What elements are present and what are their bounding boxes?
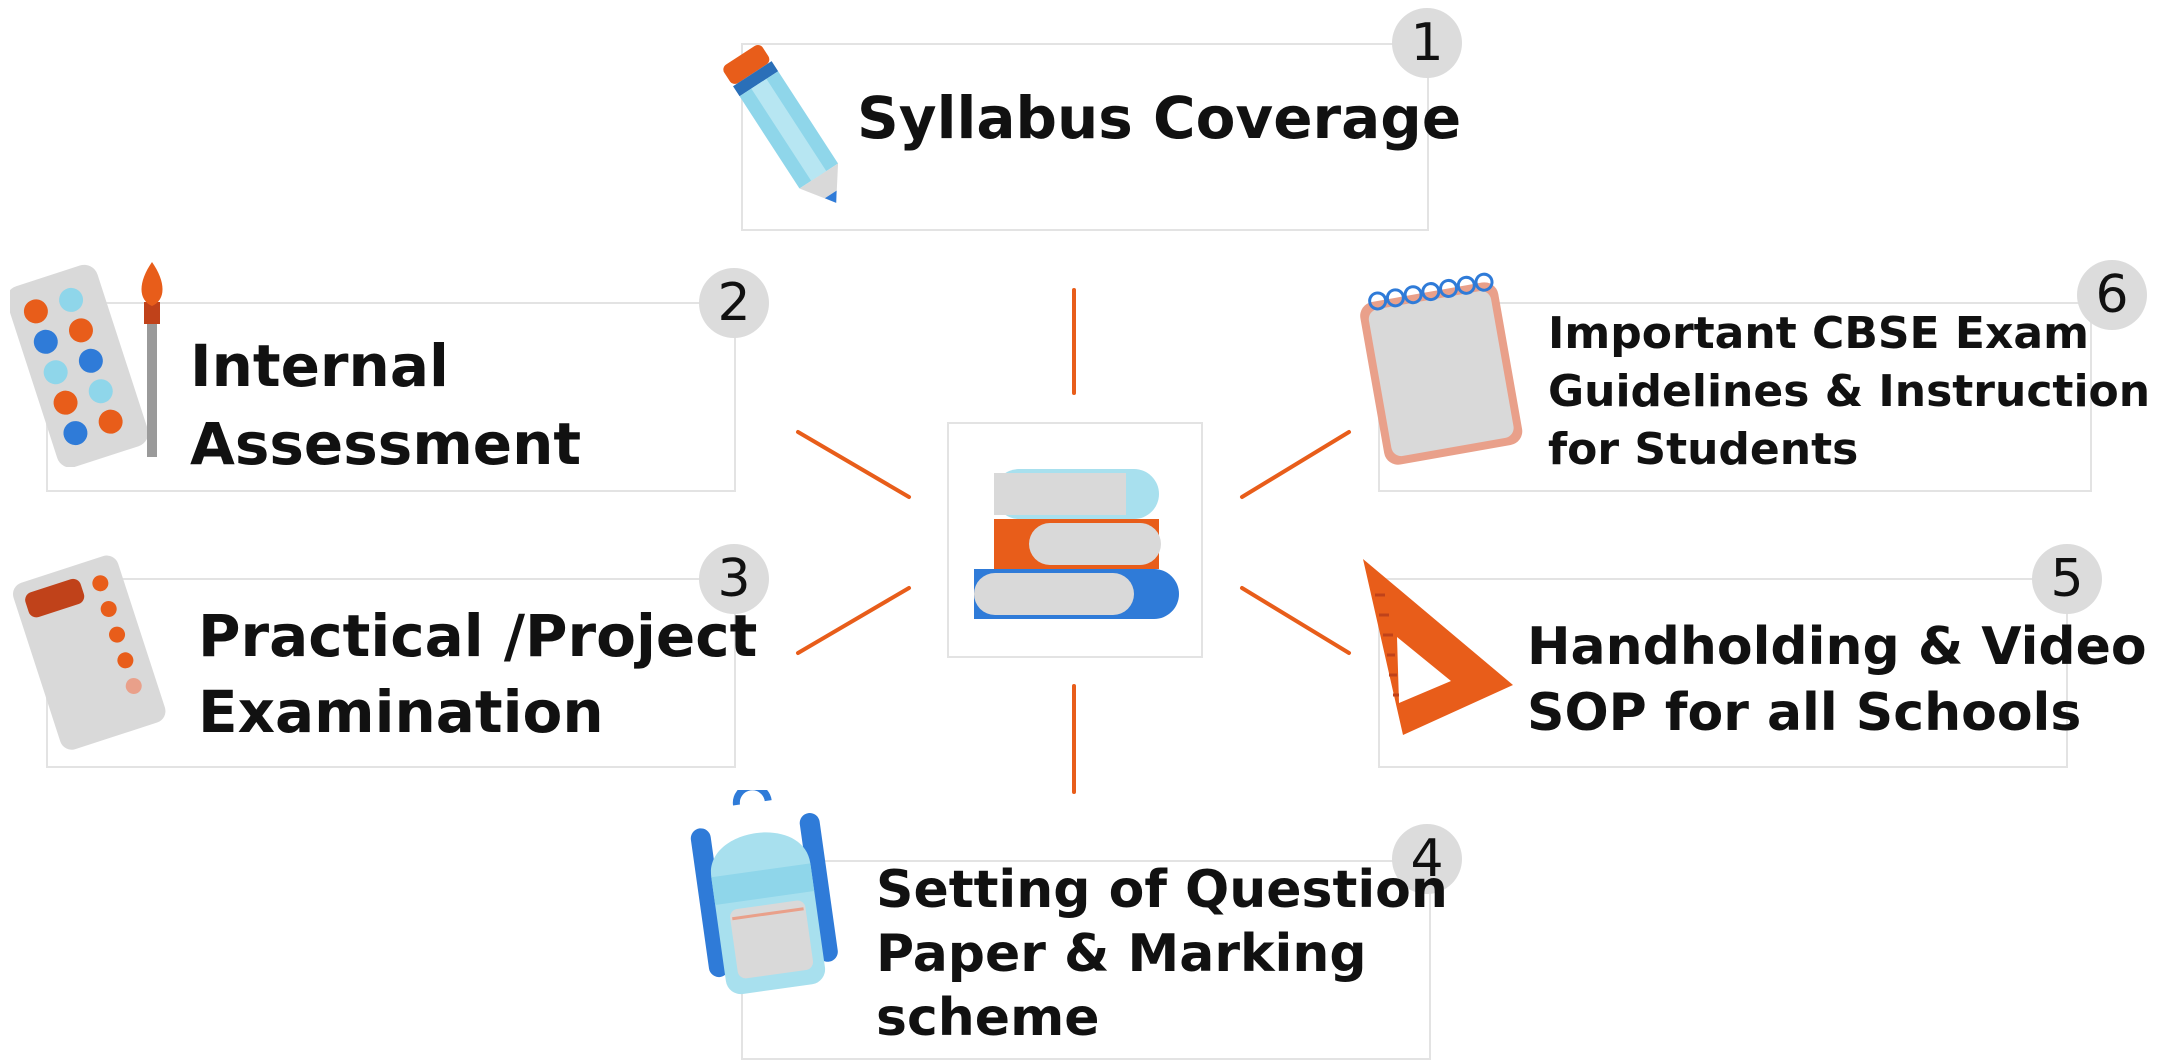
item-5-number-badge: 5 [2032,544,2102,614]
item-4-label: Setting of Question Paper & Marking sche… [876,858,1448,1050]
item-3-label-line-2: Examination [198,678,604,746]
connector-line-3 [796,586,911,655]
backpack-icon [690,790,838,995]
item-6-label-line-3: for Students [1548,424,1859,475]
item-2-label-line-1: Internal [190,332,449,400]
item-1-number-badge: 1 [1392,8,1462,78]
item-3-label: Practical /Project Examination [198,598,757,750]
item-5-label-line-2: SOP for all Schools [1527,683,2082,743]
item-4-label-line-1: Setting of Question [876,860,1448,920]
set-square-icon [1363,559,1513,735]
item-6-label: Important CBSE Exam Guidelines & Instruc… [1548,305,2150,479]
center-hub [947,422,1203,658]
paint-palette-icon [10,262,163,467]
notepad-icon [1360,272,1523,465]
connector-line-5 [1240,586,1351,655]
item-5-label: Handholding & Video SOP for all Schools [1527,614,2147,746]
book-stack-icon [974,469,1179,619]
item-3-box [46,578,736,768]
item-6-label-line-1: Important CBSE Exam [1548,308,2089,359]
item-2-label: Internal Assessment [190,327,581,483]
item-2-box [46,302,736,492]
item-6-number-badge: 6 [2077,260,2147,330]
item-2-number-badge: 2 [699,268,769,338]
item-4-number-badge: 4 [1392,824,1462,894]
item-1-label: Syllabus Coverage [857,85,1461,152]
item-6-label-line-2: Guidelines & Instruction [1548,366,2151,417]
item-2-label-line-2: Assessment [190,410,582,478]
calculator-icon [13,555,166,750]
item-1-label-line-1: Syllabus Coverage [857,84,1462,152]
item-4-label-line-3: scheme [876,988,1100,1048]
item-3-label-line-1: Practical /Project [198,602,758,670]
connector-line-2 [796,430,911,499]
connector-line-6 [1240,430,1351,499]
item-1-box [741,43,1429,231]
item-3-number-badge: 3 [699,544,769,614]
item-4-label-line-2: Paper & Marking [876,924,1367,984]
pencil-icon [723,45,839,203]
item-5-label-line-1: Handholding & Video [1527,617,2147,677]
